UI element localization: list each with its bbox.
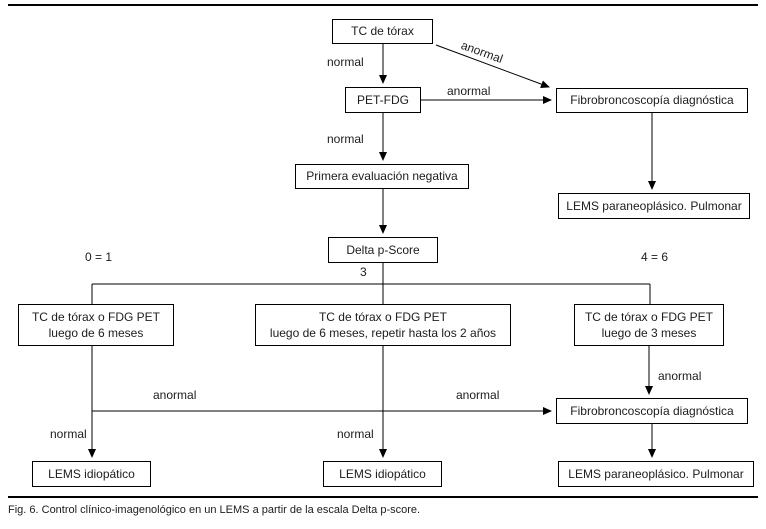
node-followup-right: TC de tórax o FDG PET luego de 3 meses (574, 304, 724, 346)
node-label-line1: TC de tórax o FDG PET (31, 309, 161, 324)
node-label-line1: TC de tórax o FDG PET (318, 309, 448, 324)
node-followup-mid: TC de tórax o FDG PET luego de 6 meses, … (255, 304, 511, 346)
figure-caption: Fig. 6. Control clínico-imagenológico en… (8, 504, 421, 516)
node-label: PET-FDG (356, 92, 409, 107)
node-label: Fibrobroncoscopía diagnóstica (570, 403, 734, 418)
node-delta-pscore: Delta p-Score (328, 237, 438, 263)
edge-label-tc-normal: normal (327, 55, 364, 69)
node-label-line2: luego de 3 meses (601, 326, 697, 340)
node-lems-idiopatico-mid: LEMS idiopático (323, 461, 442, 487)
node-label: LEMS idiopático (48, 466, 135, 481)
node-label: LEMS paraneoplásico. Pulmonar (566, 198, 742, 213)
node-label-line2: luego de 6 meses (48, 326, 144, 340)
score-label-mid: 3 (360, 265, 367, 279)
edge-label-pet-anormal: anormal (447, 84, 491, 98)
node-label: Delta p-Score (346, 242, 420, 257)
node-pet-fdg: PET-FDG (345, 87, 421, 113)
node-lems-paraneoplasico-top: LEMS paraneoplásico. Pulmonar (558, 193, 750, 219)
node-lems-idiopatico-left: LEMS idiopático (32, 461, 151, 487)
node-fibrobroncoscopia-bottom: Fibrobroncoscopía diagnóstica (556, 398, 748, 424)
node-fibrobroncoscopia-top: Fibrobroncoscopía diagnóstica (556, 88, 748, 113)
score-label-right: 4 = 6 (641, 250, 669, 264)
edge-label-left-anormal: anormal (153, 388, 197, 402)
score-label-left: 0 = 1 (85, 250, 113, 264)
bottom-rule (8, 496, 758, 498)
node-tc-torax: TC de tórax (332, 19, 433, 44)
node-label: Fibrobroncoscopía diagnóstica (570, 93, 734, 108)
edge-label-right-anormal: anormal (658, 369, 702, 383)
node-label-line1: TC de tórax o FDG PET (584, 309, 714, 324)
top-rule (8, 4, 758, 6)
node-label-line2: luego de 6 meses, repetir hasta los 2 añ… (269, 326, 497, 340)
edge-label-left-normal: normal (50, 427, 87, 441)
node-label: TC de tórax (351, 24, 414, 39)
node-label: LEMS idiopático (339, 466, 426, 481)
node-label: Primera evaluación negativa (306, 169, 458, 184)
edge-label-mid-normal: normal (337, 427, 374, 441)
node-primera-evaluacion: Primera evaluación negativa (295, 164, 469, 189)
node-followup-left: TC de tórax o FDG PET luego de 6 meses (18, 304, 174, 346)
edge-label-mid-anormal: anormal (456, 388, 500, 402)
node-label: LEMS paraneoplásico. Pulmonar (568, 466, 744, 481)
edge-label-pet-normal: normal (327, 132, 364, 146)
node-lems-paraneoplasico-bottom: LEMS paraneoplásico. Pulmonar (558, 461, 754, 487)
